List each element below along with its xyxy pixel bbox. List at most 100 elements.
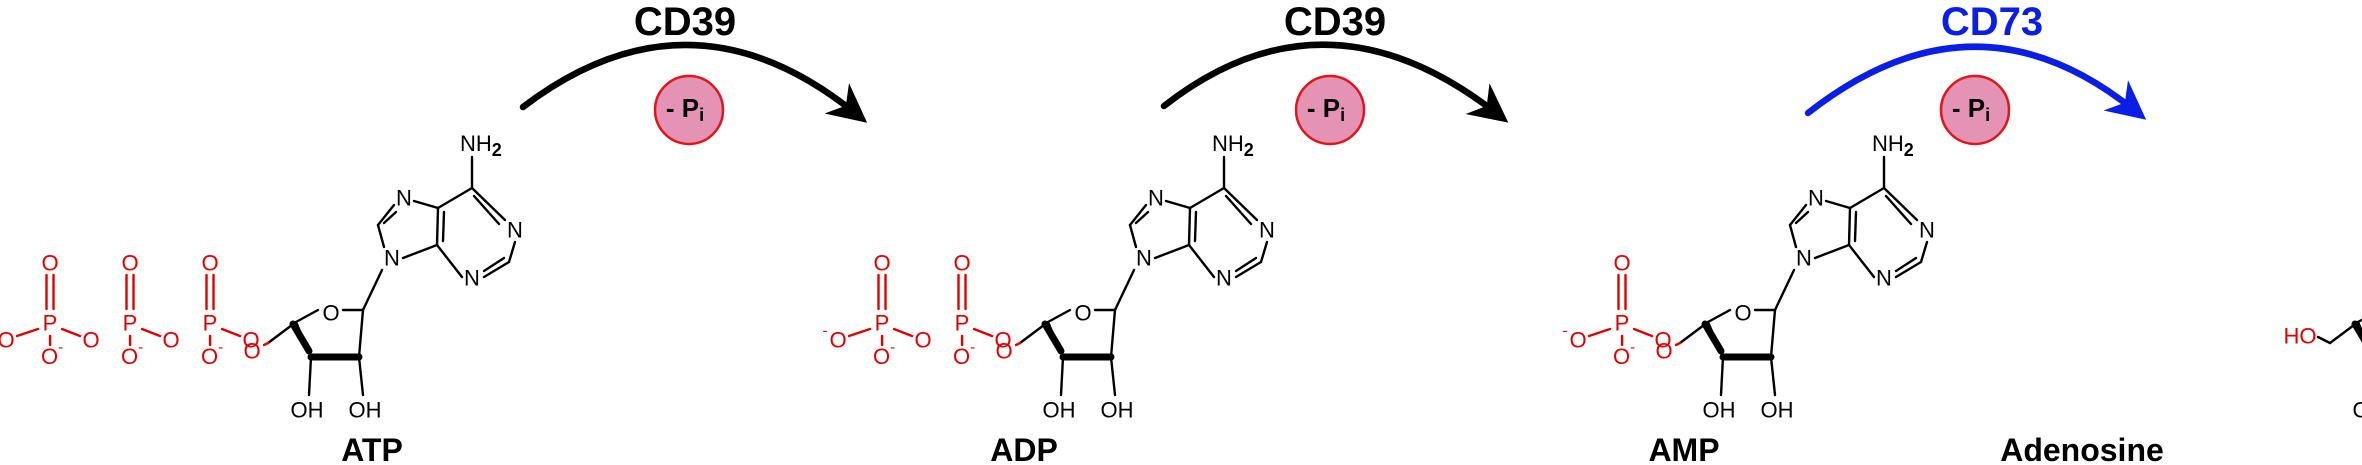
enzyme-label: CD39 <box>634 0 736 44</box>
phosphate-group-1: POO-O <box>953 251 1012 369</box>
terminal-anion-oxygen-atom: -O <box>1563 323 1587 353</box>
c4-c5-bond <box>1018 320 1050 345</box>
amine-group-sub: 2 <box>492 140 502 160</box>
purine-bond <box>1813 243 1851 260</box>
ring-oxygen-atom: O <box>1734 301 1751 326</box>
purine-bond <box>376 203 396 227</box>
c3-oh-bond <box>1719 355 1725 397</box>
phosphorus-atom: P <box>203 311 218 336</box>
p-o-single-bond <box>140 327 162 338</box>
hydroxyl-group: OH <box>2353 398 2362 423</box>
oxo-oxygen-atom: O <box>953 251 970 276</box>
phosphorus-atom: P <box>1615 311 1630 336</box>
purine-bond <box>1788 223 1798 249</box>
phosphate-release-circle <box>1939 74 2011 146</box>
purine-bond <box>1847 243 1876 279</box>
purine-bond <box>401 243 439 260</box>
purine-bond <box>435 206 440 247</box>
c5-o-bond <box>1674 341 1682 347</box>
p-o-single-bond <box>60 327 82 338</box>
phosphorus-atom: P <box>955 311 970 336</box>
purine-bond <box>1848 186 1886 210</box>
anion-oxygen-atom: O- <box>1613 339 1635 369</box>
purine-bond <box>1847 206 1852 247</box>
ribose-bond <box>294 308 320 324</box>
svg-text:-: - <box>823 323 828 340</box>
ester-oxygen-atom: O <box>1655 339 1672 364</box>
ester-oxygen-atom: O <box>995 339 1012 364</box>
oxo-oxygen-atom: O <box>201 251 218 276</box>
ring-oxygen-atom: O <box>1074 301 1091 326</box>
p-o-single-bond <box>1632 327 1654 338</box>
anion-oxygen-atom: O- <box>201 339 223 369</box>
byproduct-label: - Pi <box>666 93 704 125</box>
c5-o-bond <box>262 341 270 347</box>
svg-text:O: O <box>1569 328 1586 353</box>
purine-bond <box>1259 240 1269 264</box>
enzyme-label: CD39 <box>1284 0 1386 44</box>
glycosidic-bond <box>1113 268 1136 312</box>
nitrogen-atom: N <box>1808 186 1824 211</box>
amine-group: NH2 <box>1872 131 1914 161</box>
purine-bond <box>482 260 511 279</box>
ribose-front-bond <box>1701 320 1725 355</box>
ribose-front-bond <box>289 320 313 355</box>
c3-oh-bond <box>1059 355 1065 397</box>
p-o-single-bond <box>847 327 872 338</box>
amine-group-main: NH <box>1212 131 1244 156</box>
bridging-oxygen-atom: O <box>1654 328 1671 353</box>
molecules-layer: OOHOHNNNNNH2OPOO--OOPOO-OPOO-OATPOOHOHNN… <box>0 131 2362 465</box>
bridging-oxygen-atom: O <box>242 328 259 353</box>
reaction-arrow <box>1160 41 1509 123</box>
amine-group-main: NH <box>460 131 492 156</box>
reaction-arrow <box>519 41 868 123</box>
glycosidic-bond <box>1773 268 1796 312</box>
ribose-front-bond <box>2351 320 2362 343</box>
nitrogen-atom: N <box>1796 246 1812 271</box>
ribose-bond <box>2356 318 2362 324</box>
purine-double-bond <box>1234 256 1258 273</box>
c2-oh-bond <box>357 355 365 397</box>
phosphate-release-badge: - Pi <box>1939 74 2011 146</box>
compound-name-label: Adenosine <box>2000 432 2164 465</box>
purine-double-bond <box>1894 256 1918 273</box>
hydroxyl-group: OH <box>1101 398 1134 423</box>
nitrogen-atom: N <box>1148 186 1164 211</box>
phosphate-group-0: POO--OO <box>0 251 100 369</box>
anion-oxygen-atom: O- <box>953 339 975 369</box>
amine-group-main: NH <box>1872 131 1904 156</box>
compound-name-label: AMP <box>1648 432 1719 465</box>
glycosidic-bond <box>361 268 384 312</box>
c3-oh-bond <box>307 355 313 397</box>
ribose-bond <box>1769 308 1777 359</box>
anion-oxygen-atom: O- <box>873 339 895 369</box>
p-o-single-bond <box>1587 327 1612 338</box>
phosphorus-atom: P <box>123 311 138 336</box>
purine-double-bond <box>1794 210 1810 225</box>
compound-name-label: ATP <box>341 432 403 465</box>
enzyme-label: CD73 <box>1941 0 2043 44</box>
purine-double-bond <box>1134 210 1150 225</box>
phosphate-group-1: POO-O <box>121 251 180 369</box>
ribose-bond <box>1046 308 1072 324</box>
ester-oxygen-atom: O <box>243 339 260 364</box>
compound-adenosine: OOHOHNNNNNH2HOAdenosine <box>2000 318 2362 465</box>
c2-oh-bond <box>1769 355 1777 397</box>
purine-bond <box>1788 203 1808 227</box>
nitrogen-atom: N <box>384 246 400 271</box>
byproduct-label: - Pi <box>1307 93 1345 125</box>
hydroxyl-group: OH <box>1043 398 1076 423</box>
ribose-bond <box>357 308 365 359</box>
reaction-step-2: CD39 - Pi <box>1160 0 1509 146</box>
purine-bond <box>436 186 474 210</box>
purine-bond <box>1128 223 1138 249</box>
c2-oh-bond <box>1109 355 1117 397</box>
purine-bond <box>1894 260 1923 279</box>
amine-group: NH2 <box>1212 131 1254 161</box>
byproduct-label: - Pi <box>1952 93 1990 125</box>
purine-bond <box>1882 186 1919 222</box>
purine-double-bond <box>382 210 398 225</box>
purine-bond <box>1187 206 1192 247</box>
